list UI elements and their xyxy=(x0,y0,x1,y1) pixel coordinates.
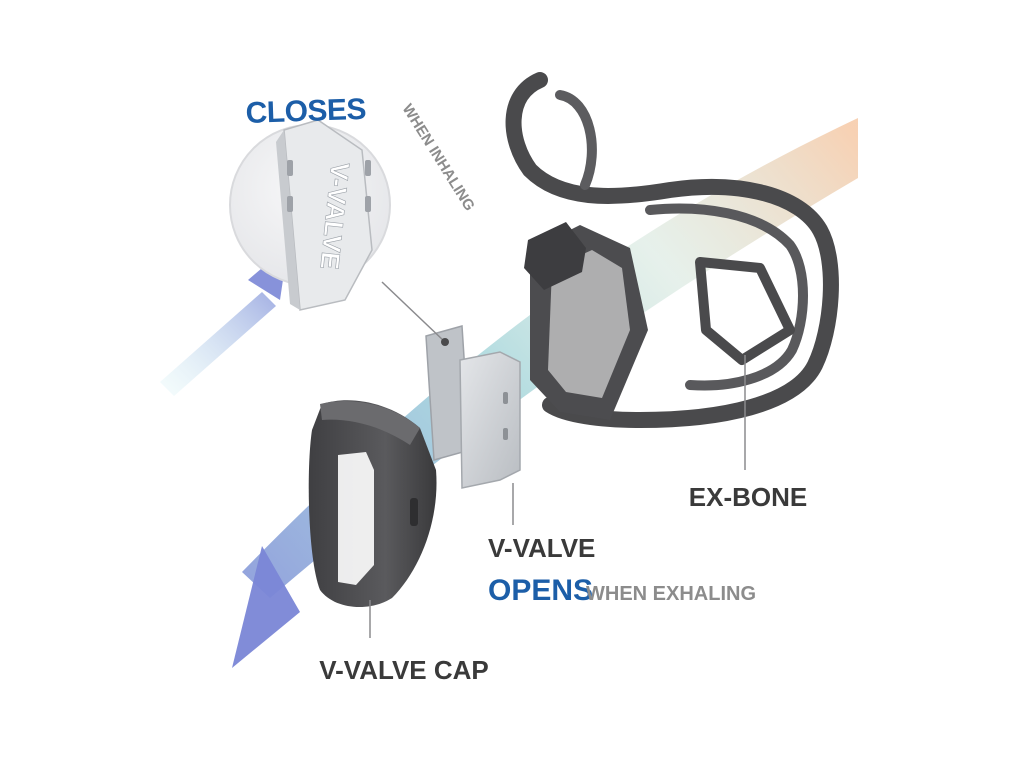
closes-inset: V-VALVE xyxy=(229,119,391,311)
v-valve-cap-part xyxy=(308,400,437,608)
ex-bone-frame xyxy=(505,72,839,428)
ex-bone-label: EX-BONE xyxy=(689,482,807,512)
v-valve-label: V-VALVE xyxy=(488,533,595,563)
leader-lines xyxy=(369,281,746,638)
opens-rest-text: WHEN EXHALING xyxy=(586,583,756,605)
v-valve-cap-label: V-VALVE CAP xyxy=(319,655,489,685)
opens-callout: OPENS WHEN EXHALING xyxy=(488,574,756,607)
closes-rest-text: WHEN INHALING xyxy=(399,101,478,214)
closes-word: CLOSES xyxy=(245,93,366,130)
opens-word: OPENS xyxy=(488,574,593,607)
v-valve-part xyxy=(425,325,521,489)
